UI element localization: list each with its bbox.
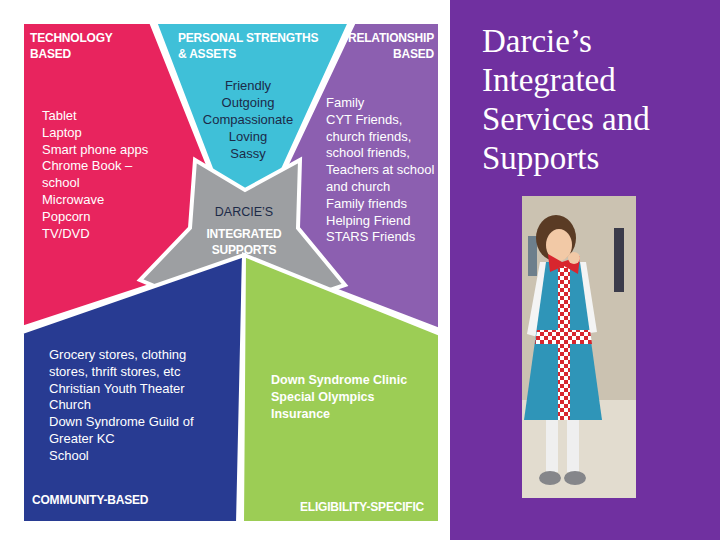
girl-leg <box>546 420 558 472</box>
item-text: Laptop <box>42 125 160 142</box>
girl-shoe <box>539 471 561 485</box>
heading-text: PERSONAL STRENGTHS & ASSETS <box>178 30 328 62</box>
slide-title: Darcie’s Integrated Services and Support… <box>482 22 697 178</box>
wedge-segment: Grocery stores, clothing stores, thrift … <box>22 255 244 523</box>
item-text: Chrome Book – school <box>42 158 160 192</box>
heading-text: ELIGIBILITY-SPECIFIC <box>300 499 436 515</box>
text-group: COMMUNITY-BASED <box>32 492 192 508</box>
text-group: Down Syndrome ClinicSpecial OlympicsInsu… <box>271 372 431 423</box>
text-group: TECHNOLOGY BASED <box>30 30 125 62</box>
dress-check-band <box>535 330 592 344</box>
item-text: Down Syndrome Clinic <box>271 372 431 389</box>
item-text: Helping Friend <box>326 213 438 230</box>
background-person <box>614 228 624 292</box>
item-text: Smart phone apps <box>42 142 160 159</box>
item-text: Compassionate <box>193 111 303 128</box>
item-text: school friends, <box>326 145 438 162</box>
wedge-fill <box>242 255 440 523</box>
girl-shoe <box>564 471 586 485</box>
item-text: Insurance <box>271 406 431 423</box>
item-text: Friendly <box>193 77 303 94</box>
heading-text: COMMUNITY-BASED <box>32 492 192 508</box>
item-text: Teachers at school and church <box>326 162 438 196</box>
text-group: RELATIONSHIP BASED <box>330 30 434 62</box>
background-person <box>528 236 537 276</box>
wedge-segment: Down Syndrome ClinicSpecial OlympicsInsu… <box>242 255 440 523</box>
item-text: Special Olympics <box>271 389 431 406</box>
item-text: Family friends <box>326 196 438 213</box>
item-text: Microwave <box>42 192 160 209</box>
text-group: TabletLaptopSmart phone appsChrome Book … <box>42 108 160 242</box>
girl-leg <box>567 420 579 472</box>
item-text: Tablet <box>42 108 160 125</box>
item-text: TV/DVD <box>42 226 160 243</box>
girl-hand <box>568 252 580 264</box>
text-group: FamilyCYT Friends,church friends,school … <box>326 95 438 246</box>
photo-wall <box>522 196 636 498</box>
heading-text: RELATIONSHIP BASED <box>330 30 434 62</box>
heading-text: TECHNOLOGY BASED <box>30 30 125 62</box>
item-text: STARS Friends <box>326 229 438 246</box>
item-text: Loving <box>193 128 303 145</box>
item-text: Christian Youth Theater <box>49 381 209 398</box>
item-text: Family <box>326 95 438 112</box>
text-group: DARCIE’S <box>199 204 289 221</box>
item-text: CYT Friends, <box>326 112 438 129</box>
item-text: Down Syndrome Guild of Greater KC <box>49 414 209 448</box>
item-text: Grocery stores, clothing stores, thrift … <box>49 347 209 381</box>
text-group: PERSONAL STRENGTHS & ASSETS <box>178 30 328 62</box>
girl-dress <box>524 262 602 420</box>
item-text: Outgoing <box>193 94 303 111</box>
item-text: Church <box>49 397 209 414</box>
text-group: Grocery stores, clothing stores, thrift … <box>49 347 209 465</box>
item-text: School <box>49 448 209 465</box>
item-text: church friends, <box>326 129 438 146</box>
text-group: ELIGIBILITY-SPECIFIC <box>300 499 436 515</box>
item-text: Sassy <box>193 145 303 162</box>
item-text: DARCIE’S <box>199 204 289 221</box>
wedge-fill <box>22 255 244 523</box>
text-group: FriendlyOutgoingCompassionateLovingSassy <box>193 77 303 162</box>
item-text: Popcorn <box>42 209 160 226</box>
